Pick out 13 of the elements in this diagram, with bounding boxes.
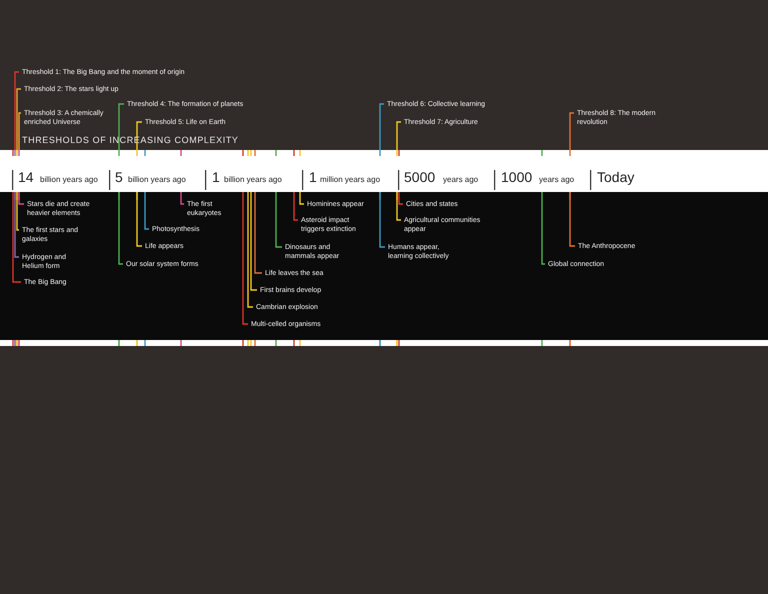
scale-label: 1000 — [501, 169, 532, 185]
scale-label: billion years ago — [40, 175, 98, 185]
scale-label: billion years ago — [128, 175, 186, 185]
scale-label: billion years ago — [224, 175, 282, 185]
scale-label: 14 — [18, 169, 34, 185]
scale-label: years ago — [539, 175, 574, 185]
scale-label: 5000 — [404, 169, 436, 185]
scale-label: 1 — [212, 169, 220, 185]
scale-label: million years ago — [320, 175, 380, 185]
scale-label: 5 — [115, 169, 123, 185]
scale-label: 1 — [309, 169, 317, 185]
scale-label: years ago — [443, 175, 478, 185]
scale-label: Today — [597, 169, 634, 185]
